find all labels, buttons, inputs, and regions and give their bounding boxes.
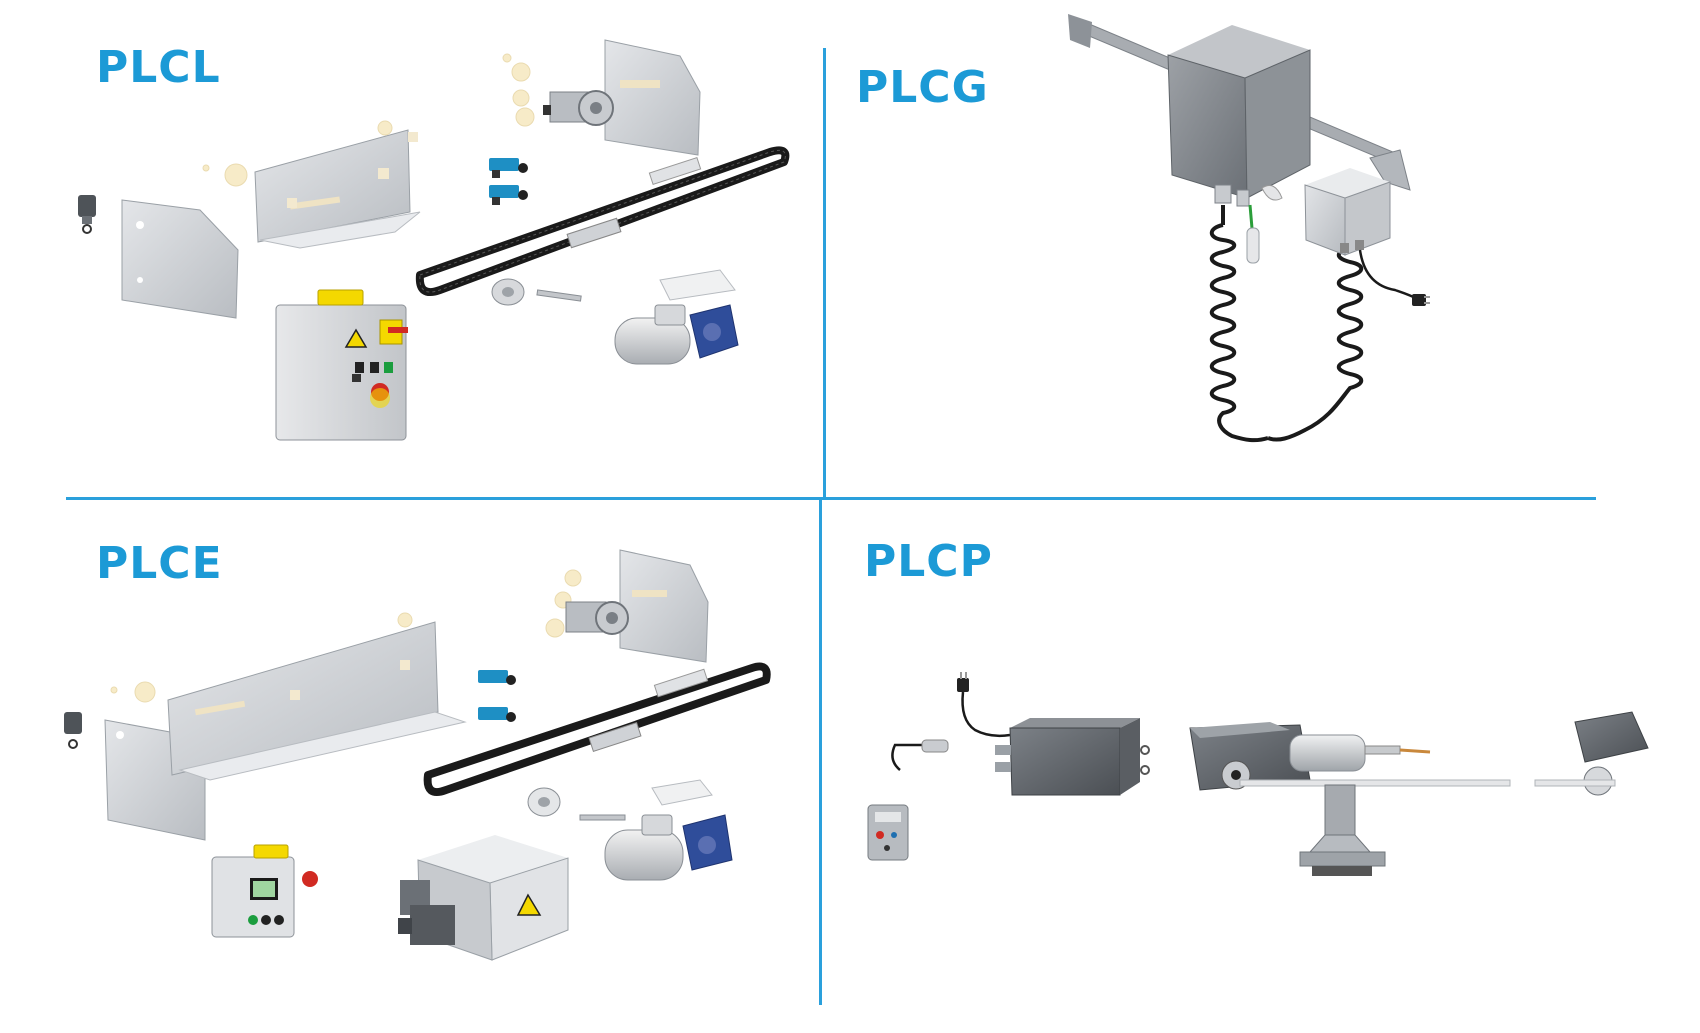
back-plate — [254, 129, 411, 243]
title-plcg: PLCG — [856, 62, 989, 113]
drive-belt — [423, 662, 771, 797]
end-plate-right — [619, 549, 709, 663]
side-plate-left — [121, 199, 239, 319]
control-unit — [995, 718, 1150, 796]
handheld-controller — [867, 739, 949, 861]
power-cord — [1358, 249, 1430, 306]
junction-box — [1304, 168, 1391, 256]
back-plate — [167, 621, 439, 776]
idler-roller — [527, 787, 626, 821]
belt-tensioner — [1534, 711, 1649, 796]
plcl-exploded-kit — [78, 39, 790, 441]
drive-pulley — [543, 90, 614, 126]
end-plate-right — [604, 39, 701, 156]
plcg-hanging-unit — [1068, 14, 1430, 443]
plce-exploded-kit — [64, 549, 771, 961]
title-plcp: PLCP — [864, 536, 993, 587]
drive-belt — [415, 146, 790, 297]
power-cord — [957, 672, 1011, 738]
control-box — [275, 289, 408, 441]
power-plug-icon — [957, 672, 969, 692]
pulley-drive — [1189, 722, 1511, 876]
limit-sensor — [64, 712, 82, 749]
coiled-cable — [1209, 205, 1364, 443]
main-cabinet — [1167, 25, 1311, 199]
cable-glands — [1214, 184, 1283, 264]
plcp-drive-set — [867, 672, 1649, 876]
gear-motor — [614, 304, 739, 365]
vertical-divider-top — [823, 48, 826, 498]
gear-motor — [604, 814, 733, 881]
title-plce: PLCE — [96, 538, 223, 589]
title-plcl: PLCL — [96, 42, 221, 93]
idler-roller — [491, 278, 582, 306]
lightning-warning-icon — [344, 328, 368, 348]
control-box — [211, 844, 318, 938]
electric-drive-unit — [398, 835, 569, 961]
drive-pulley — [565, 601, 629, 635]
limit-sensor — [78, 195, 96, 234]
vertical-divider-bottom — [819, 500, 822, 1005]
lightning-warning-icon — [516, 893, 542, 916]
horizontal-divider — [66, 497, 1596, 500]
cable-clamps — [489, 158, 528, 205]
power-plug-icon — [1412, 294, 1430, 306]
cable-clamps — [478, 670, 516, 722]
